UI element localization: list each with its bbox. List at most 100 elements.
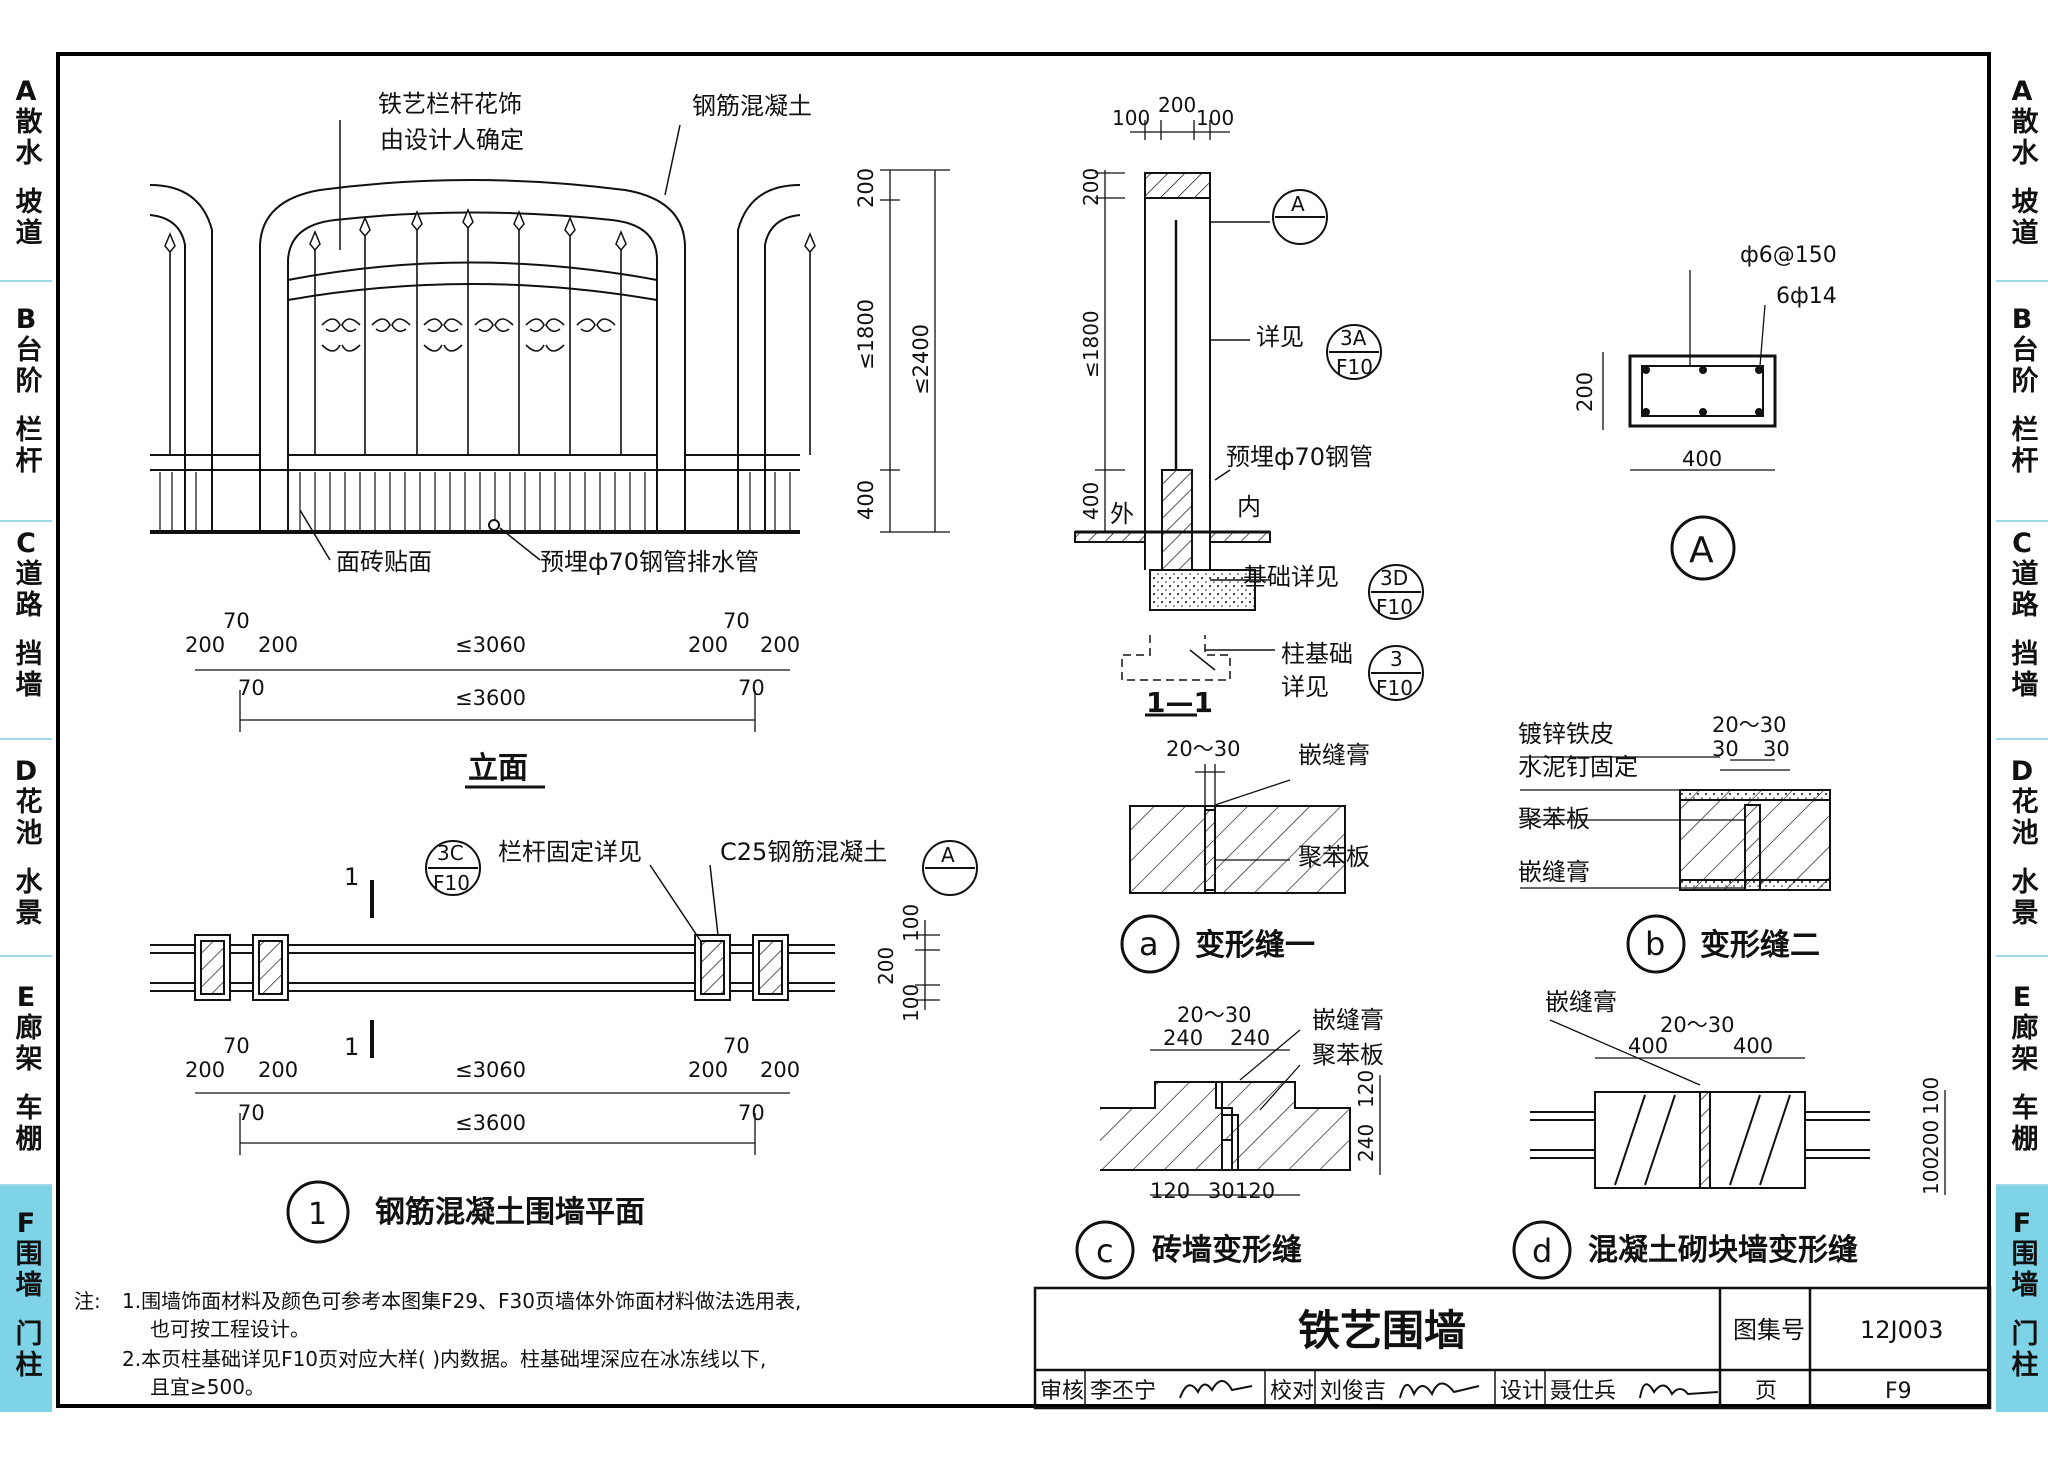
notes-line-3: 2.本页柱基础详见F10页对应大样( )内数据。柱基础埋深应在冰冻线以下, bbox=[122, 1347, 766, 1371]
tab-label-2: 车棚 bbox=[2006, 1093, 2038, 1155]
left-tab-separator bbox=[0, 280, 52, 282]
dim-1800: ≤1800 bbox=[854, 299, 878, 370]
checker-name: 刘俊吉 bbox=[1320, 1379, 1386, 1404]
note-foundation: 基础详见 bbox=[1243, 563, 1339, 591]
tab-label-2: 栏杆 bbox=[2006, 415, 2038, 477]
detail-a-label: a bbox=[1139, 925, 1159, 963]
note-sealant: 嵌缝膏 bbox=[1518, 858, 1590, 886]
right-tab-separator bbox=[1996, 738, 2048, 740]
right-tab-separator bbox=[1996, 1184, 2048, 1186]
dim-3060: ≤3060 bbox=[455, 1058, 526, 1082]
ref-a-section: A bbox=[1291, 192, 1305, 216]
dim-70: 70 bbox=[738, 676, 765, 700]
detail-b-label: b bbox=[1645, 925, 1665, 963]
ref-3a-bottom: F10 bbox=[1336, 355, 1373, 379]
dim-3600: ≤3600 bbox=[455, 1111, 526, 1135]
dim-400: 400 bbox=[1079, 482, 1103, 520]
drawing-frame bbox=[56, 52, 1991, 1408]
tab-label-1: 散水 bbox=[10, 107, 42, 169]
detail-b-drawing bbox=[1520, 756, 1831, 974]
tab-label-1: 道路 bbox=[2006, 559, 2038, 621]
section-mark-1: 1 bbox=[344, 863, 359, 891]
ref-3a-top: 3A bbox=[1340, 326, 1367, 350]
dim-100: 100 bbox=[1919, 1157, 1943, 1195]
tab-letter: B bbox=[15, 304, 37, 335]
right-tab-e[interactable]: E 廊架 车棚 bbox=[1996, 982, 2048, 1155]
tab-label-2: 栏杆 bbox=[10, 415, 42, 477]
note-rc: 钢筋混凝土 bbox=[692, 92, 812, 120]
dim-200: 200 bbox=[1079, 168, 1103, 206]
tab-letter: E bbox=[2012, 982, 2032, 1013]
dim-200: 200 bbox=[185, 633, 225, 657]
right-tab-b[interactable]: B 台阶 栏杆 bbox=[1996, 304, 2048, 477]
right-tab-c[interactable]: C 道路 挡墙 bbox=[1996, 528, 2048, 701]
dim-70: 70 bbox=[723, 609, 750, 633]
tab-letter: A bbox=[15, 76, 37, 107]
left-tab-a[interactable]: A 散水 坡道 bbox=[0, 76, 52, 249]
dim-30: 30 bbox=[1208, 1179, 1235, 1203]
check-label: 校对 bbox=[1270, 1379, 1314, 1404]
note-pipe-70: 预埋ф70钢管 bbox=[1226, 443, 1373, 471]
dim-200: 200 bbox=[688, 1058, 728, 1082]
tab-letter: E bbox=[16, 982, 36, 1013]
dim-70: 70 bbox=[223, 609, 250, 633]
title-block-lines bbox=[1033, 1286, 1992, 1410]
dim-2400: ≤2400 bbox=[909, 324, 933, 395]
tab-label-2: 水景 bbox=[10, 867, 42, 929]
dim-240: 240 bbox=[1354, 1124, 1378, 1162]
dim-400: 400 bbox=[1733, 1034, 1773, 1058]
ref-3d-top: 3D bbox=[1380, 566, 1408, 590]
dim-20-30: 20～30 bbox=[1166, 737, 1240, 761]
note-railing-2: 由设计人确定 bbox=[380, 126, 524, 154]
dim-100: 100 bbox=[899, 904, 923, 942]
dim-30: 30 bbox=[1763, 737, 1790, 761]
right-tab-separator bbox=[1996, 280, 2048, 282]
tab-label-2: 坡道 bbox=[2006, 187, 2038, 249]
elevation-title: 立面 bbox=[468, 751, 528, 786]
note-eps: 聚苯板 bbox=[1518, 805, 1590, 833]
left-tab-b[interactable]: B 台阶 栏杆 bbox=[0, 304, 52, 477]
left-tab-e[interactable]: E 廊架 车棚 bbox=[0, 982, 52, 1155]
dim-200: 200 bbox=[258, 633, 298, 657]
dim-70: 70 bbox=[723, 1034, 750, 1058]
dim-1800: ≤1800 bbox=[1079, 310, 1103, 378]
dim-200: 200 bbox=[874, 947, 898, 985]
left-tab-d[interactable]: D 花池 水景 bbox=[0, 756, 52, 929]
right-tab-f[interactable]: F 围墙 门柱 bbox=[1996, 1208, 2048, 1381]
note-drain-pipe: 预埋ф70钢管排水管 bbox=[540, 548, 759, 576]
tab-label-1: 花池 bbox=[2006, 787, 2038, 849]
ref-3c-top: 3C bbox=[437, 841, 464, 865]
detail-c-drawing bbox=[1075, 1029, 1381, 1280]
left-tab-f[interactable]: F 围墙 门柱 bbox=[0, 1208, 52, 1381]
plan-drawing bbox=[150, 864, 940, 1155]
dim-120: 120 bbox=[1150, 1179, 1190, 1203]
right-tab-a[interactable]: A 散水 坡道 bbox=[1996, 76, 2048, 249]
tab-letter: C bbox=[16, 528, 36, 559]
right-tab-d[interactable]: D 花池 水景 bbox=[1996, 756, 2048, 929]
detail-d-label: d bbox=[1532, 1232, 1552, 1270]
dim-100: 100 bbox=[1112, 106, 1150, 130]
section-mark-1: 1 bbox=[344, 1033, 359, 1061]
left-tab-c[interactable]: C 道路 挡墙 bbox=[0, 528, 52, 701]
detail-c-label: c bbox=[1096, 1232, 1114, 1270]
tab-letter: B bbox=[2011, 304, 2033, 335]
dim-200: 200 bbox=[760, 1058, 800, 1082]
detail-a-drawing bbox=[1120, 764, 1346, 974]
tab-label-1: 花池 bbox=[10, 787, 42, 849]
dim-30: 30 bbox=[1712, 737, 1739, 761]
dim-3600: ≤3600 bbox=[455, 686, 526, 710]
plan-title-number: 1 bbox=[308, 1197, 327, 1232]
note-nail: 水泥钉固定 bbox=[1518, 753, 1638, 781]
designer-name: 聂仕兵 bbox=[1550, 1379, 1616, 1404]
tab-label-1: 台阶 bbox=[10, 335, 42, 397]
dim-400: 400 bbox=[1628, 1034, 1668, 1058]
rebar-stirrup: ф6@150 bbox=[1740, 243, 1837, 268]
tab-label-2: 坡道 bbox=[10, 187, 42, 249]
detail-c-title: 砖墙变形缝 bbox=[1152, 1233, 1302, 1268]
ref-3c-bottom: F10 bbox=[433, 871, 470, 895]
left-tab-separator bbox=[0, 520, 52, 522]
tab-label-1: 台阶 bbox=[2006, 335, 2038, 397]
plan-title: 钢筋混凝土围墙平面 bbox=[375, 1195, 645, 1230]
dim-3060: ≤3060 bbox=[455, 633, 526, 657]
